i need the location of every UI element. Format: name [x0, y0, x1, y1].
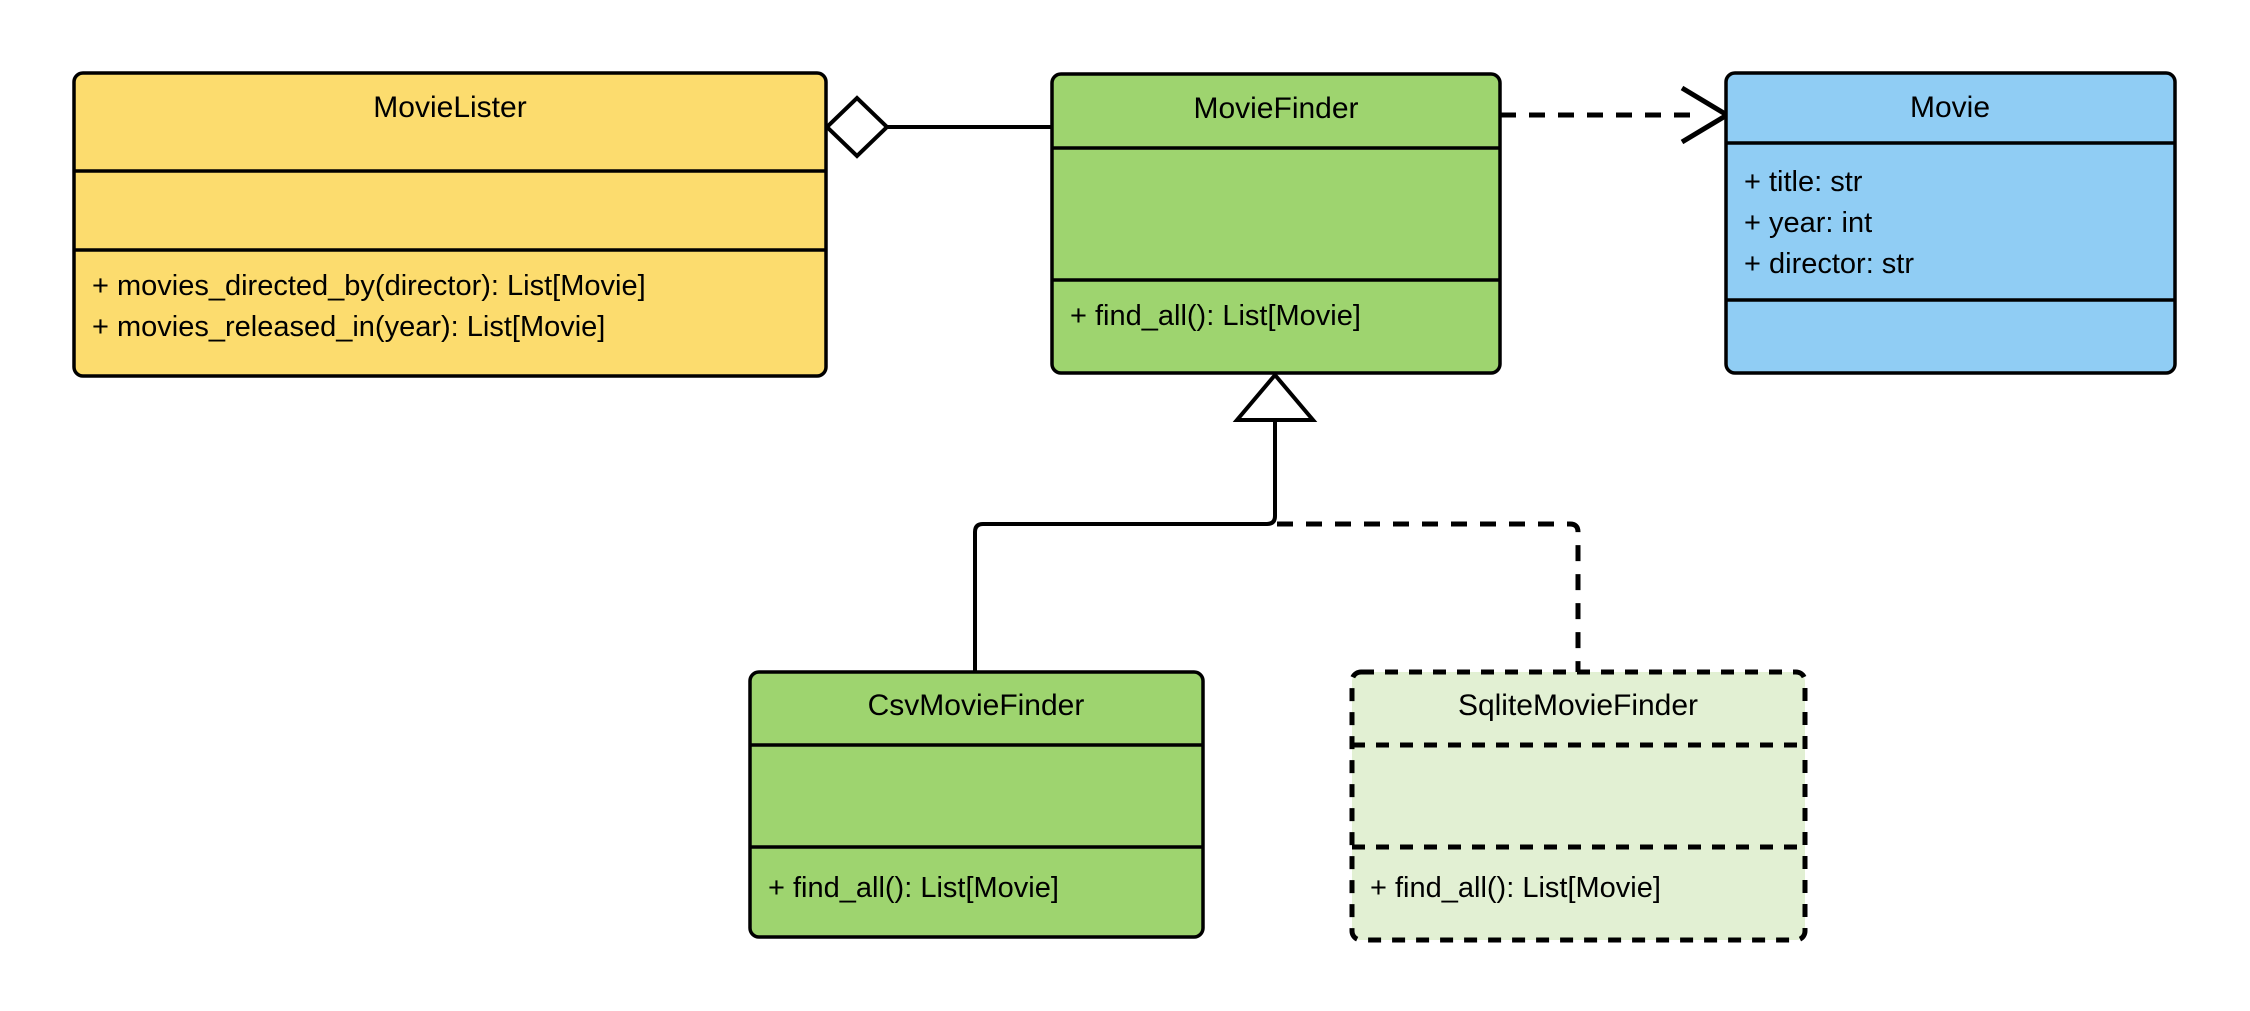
sqlite-movie-finder-title: SqliteMovieFinder [1458, 689, 1698, 722]
movie-finder-method-0: + find_all(): List[Movie] [1070, 300, 1361, 332]
class-box-movie[interactable]: Movie + title: str + year: int + directo… [1724, 71, 2177, 375]
movie-lister-frame[interactable] [72, 71, 828, 378]
generalization-line-sqlite [1277, 521, 1581, 674]
movie-title: Movie [1910, 91, 1990, 124]
class-box-movie-finder[interactable]: MovieFinder + find_all(): List[Movie] [1050, 72, 1502, 375]
generalization-line-csv [973, 417, 1277, 674]
movie-finder-title: MovieFinder [1193, 92, 1358, 125]
movie-lister-method-0: + movies_directed_by(director): List[Mov… [92, 270, 646, 302]
sqlite-movie-finder-method-0: + find_all(): List[Movie] [1370, 872, 1661, 904]
relationship-dependency-finder-movie [1500, 85, 1732, 145]
movie-attribute-2: + director: str [1744, 248, 1914, 280]
class-box-sqlite-movie-finder[interactable]: SqliteMovieFinder + find_all(): List[Mov… [1349, 669, 1808, 943]
relationship-generalization-csv-finder [973, 417, 1277, 674]
relationship-aggregation-lister-finder [824, 95, 1054, 159]
csv-movie-finder-method-0: + find_all(): List[Movie] [768, 872, 1059, 904]
class-box-csv-movie-finder[interactable]: CsvMovieFinder + find_all(): List[Movie] [748, 670, 1205, 939]
class-box-movie-lister[interactable]: MovieLister + movies_directed_by(directo… [72, 71, 828, 378]
movie-frame[interactable] [1724, 71, 2177, 375]
csv-movie-finder-title: CsvMovieFinder [868, 689, 1085, 722]
generalization-arrowhead-group [1232, 371, 1318, 422]
csv-movie-finder-frame[interactable] [748, 670, 1205, 939]
hollow-diamond-icon [824, 95, 890, 159]
movie-lister-title: MovieLister [373, 91, 526, 124]
movie-attribute-0: + title: str [1744, 166, 1863, 198]
sqlite-movie-finder-frame[interactable] [1349, 669, 1808, 943]
movie-lister-method-1: + movies_released_in(year): List[Movie] [92, 311, 605, 343]
movie-attribute-1: + year: int [1744, 207, 1872, 239]
relationship-generalization-sqlite-finder [1277, 521, 1581, 674]
hollow-triangle-icon [1232, 371, 1318, 422]
sqlite-movie-finder-fill [1352, 672, 1805, 940]
